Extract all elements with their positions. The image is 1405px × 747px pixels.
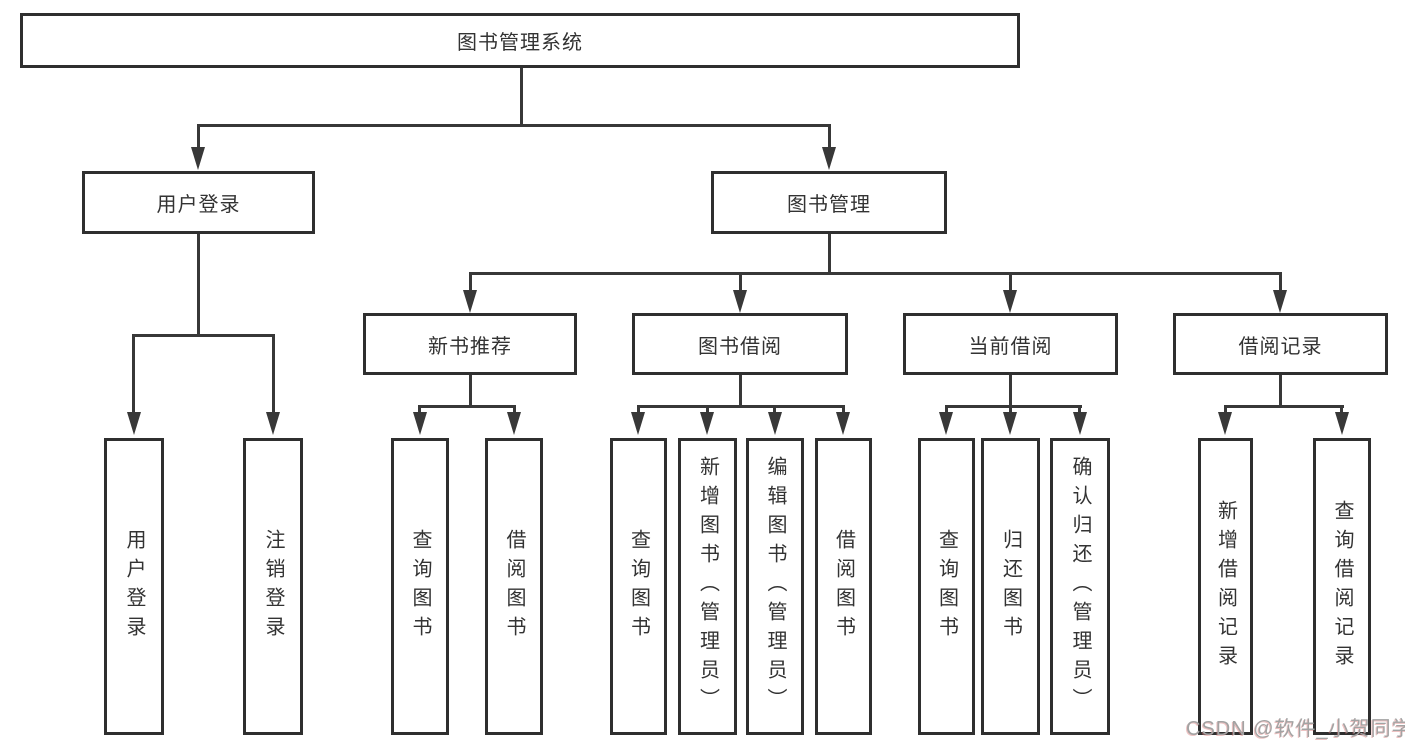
edge-arrow-down-icon <box>631 412 645 435</box>
edge-arrow-down-icon <box>1335 412 1349 435</box>
edge-line <box>739 272 742 292</box>
watermark: CSDN @软件_小贺同学 <box>1186 718 1405 740</box>
edge-arrow-down-icon <box>1073 412 1087 435</box>
leaf-borrow-books: 借阅图书 <box>815 438 872 735</box>
edge-line <box>1009 375 1012 406</box>
leaf-edit-books-admin: 编辑图书（管理员） <box>746 438 804 735</box>
leaf-add-borrow-record: 新增借阅记录 <box>1198 438 1253 735</box>
edge-arrow-down-icon <box>733 290 747 313</box>
edge-line <box>520 68 523 125</box>
leaf-return-books: 归还图书 <box>981 438 1040 735</box>
edge-arrow-down-icon <box>191 147 205 170</box>
edge-line <box>1224 405 1227 414</box>
node-user-login: 用户登录 <box>82 171 315 234</box>
node-root: 图书管理系统 <box>20 13 1020 68</box>
leaf-logout: 注销登录 <box>243 438 303 735</box>
edge-line <box>945 405 1082 408</box>
edge-line <box>706 405 709 414</box>
edge-arrow-down-icon <box>1273 290 1287 313</box>
edge-line <box>469 375 472 406</box>
leaf-borrow-books-recommend: 借阅图书 <box>485 438 543 735</box>
edge-line <box>637 405 640 414</box>
edge-line <box>828 234 831 273</box>
edge-arrow-down-icon <box>700 412 714 435</box>
node-book-management: 图书管理 <box>711 171 947 234</box>
edge-arrow-down-icon <box>463 290 477 313</box>
leaf-query-books-borrow: 查询图书 <box>610 438 667 735</box>
leaf-query-borrow-record: 查询借阅记录 <box>1313 438 1371 735</box>
edge-line <box>842 405 845 414</box>
edge-arrow-down-icon <box>768 412 782 435</box>
leaf-add-books-admin: 新增图书（管理员） <box>678 438 737 735</box>
edge-arrow-down-icon <box>822 147 836 170</box>
edge-line <box>828 124 831 148</box>
edge-line <box>469 272 472 292</box>
edge-line <box>637 405 845 408</box>
edge-line <box>418 405 516 408</box>
edge-arrow-down-icon <box>127 412 141 435</box>
leaf-query-books-recommend: 查询图书 <box>391 438 449 735</box>
edge-line <box>197 234 200 335</box>
edge-line <box>945 405 948 414</box>
edge-line <box>1009 405 1012 414</box>
edge-line <box>1279 272 1282 292</box>
edge-line <box>469 272 1282 275</box>
node-current-borrow: 当前借阅 <box>903 313 1118 375</box>
edge-line <box>1224 405 1344 408</box>
leaf-confirm-return-admin: 确认归还（管理员） <box>1050 438 1110 735</box>
leaf-user-login: 用户登录 <box>104 438 164 735</box>
edge-line <box>197 124 831 127</box>
edge-line <box>1009 272 1012 292</box>
node-book-borrow: 图书借阅 <box>632 313 848 375</box>
node-new-book-recommend: 新书推荐 <box>363 313 577 375</box>
edge-line <box>1340 405 1343 414</box>
edge-line <box>1279 375 1282 406</box>
edge-line <box>197 124 200 148</box>
edge-arrow-down-icon <box>836 412 850 435</box>
edge-arrow-down-icon <box>266 412 280 435</box>
edge-arrow-down-icon <box>939 412 953 435</box>
edge-arrow-down-icon <box>1218 412 1232 435</box>
edge-line <box>132 334 275 337</box>
edge-line <box>1078 405 1081 414</box>
leaf-query-books-current: 查询图书 <box>918 438 975 735</box>
edge-arrow-down-icon <box>1003 412 1017 435</box>
edge-arrow-down-icon <box>413 412 427 435</box>
node-borrow-records: 借阅记录 <box>1173 313 1388 375</box>
edge-line <box>513 405 516 414</box>
edge-arrow-down-icon <box>1003 290 1017 313</box>
edge-line <box>272 334 275 413</box>
edge-line <box>739 375 742 406</box>
edge-line <box>418 405 421 414</box>
edge-line <box>132 334 135 413</box>
edge-line <box>773 405 776 414</box>
edge-arrow-down-icon <box>507 412 521 435</box>
